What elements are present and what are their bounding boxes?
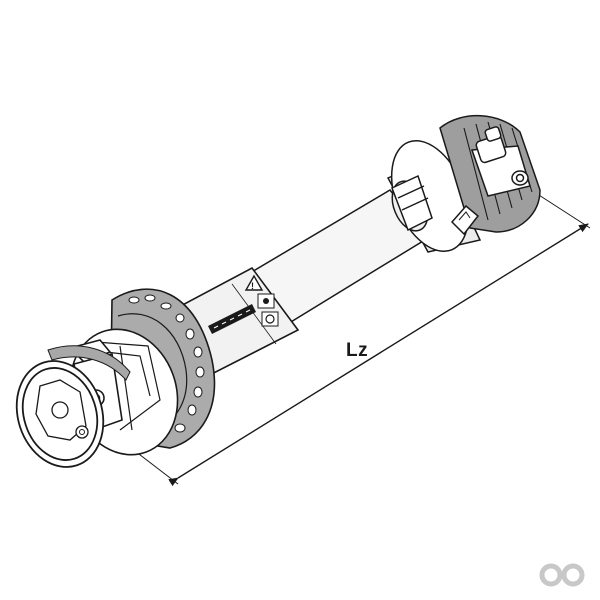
double-ring-logo	[539, 563, 585, 587]
dimension-line-lz	[168, 223, 589, 487]
svg-text:!: !	[251, 281, 254, 291]
left-yoke-ring	[15, 360, 105, 468]
right-universal-joint	[439, 115, 541, 236]
left-yoke-shade	[47, 345, 131, 381]
dimension-label-lz: Lz	[346, 340, 369, 361]
warning-triangle-icon	[244, 274, 264, 291]
right-pin-button	[484, 126, 502, 142]
decal-icon-gear	[261, 311, 279, 327]
right-yoke-label-plate	[450, 204, 480, 236]
warning-decal-group: !	[208, 274, 279, 334]
